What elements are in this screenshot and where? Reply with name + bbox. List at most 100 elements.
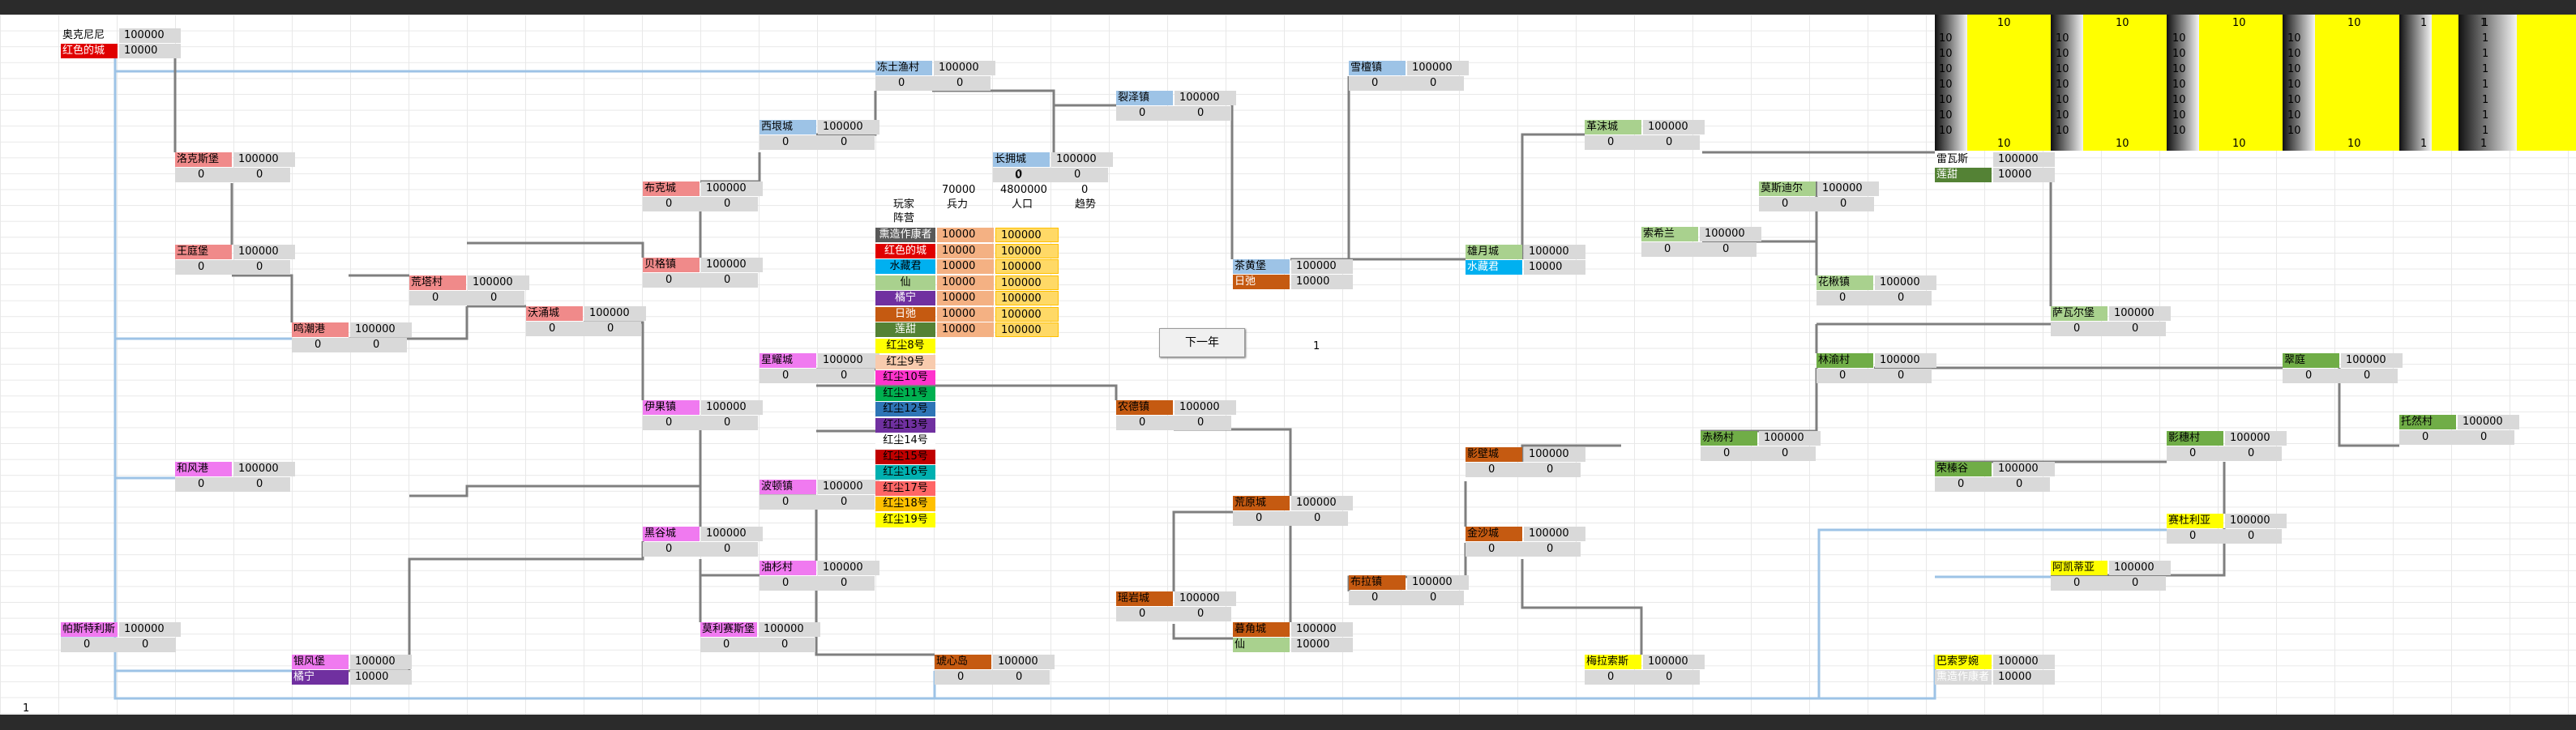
city-name[interactable]: 花楸镇 [1816,275,1873,290]
city-name[interactable]: 金沙城 [1466,527,1522,541]
faction-name[interactable]: 日弛 [875,306,935,322]
city-name[interactable]: 林渝村 [1816,353,1873,368]
city-name[interactable]: 长拥城 [993,152,1050,167]
city-name[interactable]: 帕斯特利斯 [61,622,118,637]
city-owner: 红色的城 [61,44,118,58]
header-pop: 人口 [1012,199,1033,211]
city-name[interactable]: 黑谷城 [643,527,700,541]
city-name[interactable]: 索希兰 [1641,227,1698,241]
year-panel-gradient [2051,15,2083,151]
city-name[interactable]: 琥心岛 [935,655,991,669]
city-population: 100000 [701,400,763,415]
city-name[interactable]: 影穗村 [2167,431,2223,446]
slot-name[interactable]: 红尘17号 [875,480,935,496]
city-stat-a: 0 [83,638,91,651]
city-name[interactable]: 王庭堡 [175,245,232,259]
city-name[interactable]: 银风堡 [292,655,349,669]
city-name[interactable]: 雪檀镇 [1349,61,1406,75]
city-stat-a: 0 [198,261,205,273]
city-name[interactable]: 鸣潮港 [292,322,349,337]
city-name[interactable]: 布克城 [643,181,700,196]
city-name[interactable]: 巴索罗婉 [1935,655,1992,669]
slot-name[interactable]: 红尘18号 [875,497,935,511]
slot-name[interactable]: 红尘19号 [875,512,935,527]
city-name[interactable]: 裂泽镇 [1116,91,1173,105]
city-name[interactable]: 革沫城 [1585,120,1641,134]
faction-name[interactable]: 橘宁 [875,291,935,305]
city-population: 100000 [1993,462,2055,476]
city-name[interactable]: 农德镇 [1116,400,1173,415]
city-name[interactable]: 瑶岩城 [1116,591,1173,606]
year-counter: 1 [1313,340,1320,352]
city-name[interactable]: 赛杜利亚 [2167,514,2223,528]
city-name[interactable]: 梅拉索斯 [1585,655,1641,669]
city-name[interactable]: 暮角城 [1233,622,1290,637]
land-route-line [409,485,700,497]
slot-name[interactable]: 红尘10号 [875,370,935,385]
slot-name[interactable]: 红尘9号 [875,354,935,369]
city-owner: 熏造作康者 [1935,670,1992,685]
year-panel-value: 1 [2482,94,2489,106]
city-population: 100000 [1291,622,1353,637]
city-name[interactable]: 布拉镇 [1349,575,1406,590]
year-panel-gradient [2283,15,2315,151]
city-population: 100000 [1875,353,1936,368]
city-name[interactable]: 荣榛谷 [1935,462,1992,476]
city-name[interactable]: 翠庭 [2283,353,2339,368]
faction-name[interactable]: 红色的城 [875,243,935,258]
city-name[interactable]: 阿凯蒂亚 [2051,561,2107,575]
slot-name[interactable]: 红尘11号 [875,386,935,401]
year-panel-value: 10 [1939,94,1953,106]
city-name[interactable]: 莫利赛斯堡 [700,622,757,637]
city-name[interactable]: 雄月城 [1466,245,1522,259]
city-name[interactable]: 荒塔村 [409,275,466,290]
city-population: 100000 [1993,655,2055,669]
sea-route-line [875,671,936,700]
slot-name[interactable]: 红尘8号 [875,339,935,353]
city-name[interactable]: 伊果镇 [643,400,700,415]
city-name[interactable]: 茶黄堡 [1233,259,1290,274]
faction-name[interactable]: 莲甜 [875,322,935,337]
city-name[interactable]: 西垠城 [760,120,816,134]
year-panel-gradient [1935,15,1967,151]
slot-name[interactable]: 红尘16号 [875,465,935,480]
city-name[interactable]: 托然村 [2399,415,2456,429]
city-name[interactable]: 和风港 [175,462,232,476]
city-population: 100000 [701,527,763,541]
city-name[interactable]: 赤杨村 [1701,431,1757,446]
next-year-button[interactable]: 下一年 [1159,328,1245,357]
land-route-line [232,274,293,322]
faction-name[interactable]: 水藏君 [875,259,935,274]
faction-population: 100000 [995,228,1059,242]
year-panel-value: 10 [2287,63,2301,75]
city-name[interactable]: 冻土渔村 [875,61,932,75]
city-name[interactable]: 星耀城 [760,353,816,368]
city-name[interactable]: 沃涌城 [526,306,583,321]
city-name[interactable]: 荒原城 [1233,496,1290,510]
city-stat-a: 0 [2189,530,2197,542]
land-route-line [1521,133,1585,259]
slot-name[interactable]: 红尘13号 [875,417,935,433]
city-population: 100000 [1643,655,1705,669]
city-name[interactable]: 油杉村 [760,561,816,575]
city-stat-b: 0 [1016,671,1023,683]
city-name[interactable]: 萨瓦尔堡 [2051,306,2107,321]
slot-name[interactable]: 红尘14号 [875,433,935,448]
city-stat-b: 0 [2248,447,2255,459]
city-name[interactable]: 波顿镇 [760,480,816,494]
city-name[interactable]: 奥克尼尼 [62,29,105,41]
land-route-line [1172,624,1233,640]
faction-name[interactable]: 仙 [875,275,935,290]
city-population: 100000 [119,622,181,637]
slot-name[interactable]: 红尘15号 [875,449,935,464]
faction-name[interactable]: 熏造作康者 [875,228,935,242]
city-name[interactable]: 洛克斯堡 [175,152,232,167]
city-name[interactable]: 雷瓦斯 [1936,153,1969,165]
city-name[interactable]: 影壁城 [1466,447,1522,462]
city-name[interactable]: 贝格镇 [643,258,700,272]
slot-name[interactable]: 红尘12号 [875,402,935,416]
city-name[interactable]: 莫斯迪尔 [1759,181,1816,196]
